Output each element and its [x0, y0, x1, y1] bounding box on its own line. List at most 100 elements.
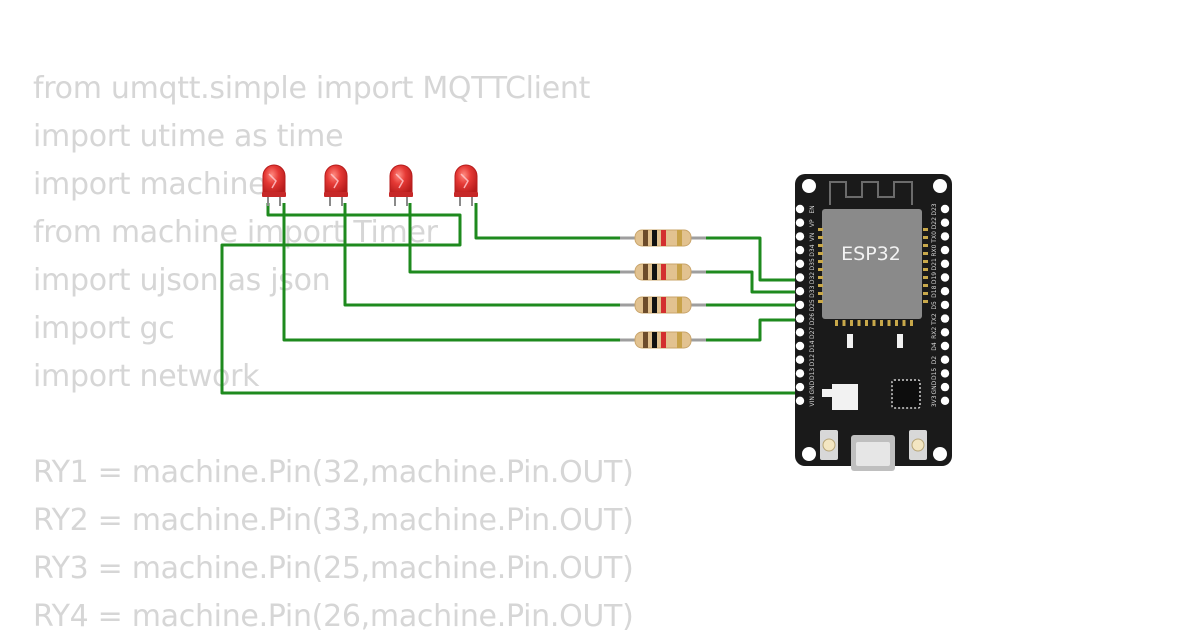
- pin-right-gnd[interactable]: [940, 382, 950, 392]
- pin-right-rx0[interactable]: [940, 245, 950, 255]
- pin-label: D32: [809, 272, 816, 284]
- pin-right-d2[interactable]: [940, 355, 950, 364]
- pin-left-d25[interactable]: [795, 300, 805, 310]
- ground-wire[interactable]: [220, 203, 805, 395]
- pin-label: D4: [931, 342, 938, 351]
- chip-pad: [887, 320, 891, 326]
- pin-label: D14: [809, 340, 816, 352]
- code-line: RY2 = machine.Pin(33,machine.Pin.OUT): [33, 503, 634, 538]
- pin-label: D34: [809, 244, 816, 256]
- pin-left-d12[interactable]: [795, 355, 805, 364]
- wire-resistor2-pin[interactable]: [706, 270, 805, 294]
- pin-label: D33: [809, 285, 816, 297]
- chip-pad: [818, 252, 823, 255]
- code-line: RY3 = machine.Pin(25,machine.Pin.OUT): [33, 551, 634, 586]
- code-line: import gc: [33, 311, 175, 346]
- pin-label: D15: [931, 368, 938, 380]
- pin-right-d18[interactable]: [940, 287, 950, 296]
- chip-pad: [818, 244, 823, 247]
- pin-label: 3V3: [931, 395, 938, 407]
- pin-left-d34[interactable]: [795, 245, 805, 255]
- led-1[interactable]: [262, 164, 286, 206]
- resistor-2[interactable]: [620, 263, 706, 281]
- pin-left-gnd[interactable]: [795, 382, 805, 392]
- chip-pad: [818, 228, 823, 231]
- led-3[interactable]: [389, 164, 413, 206]
- pin-left-d27[interactable]: [795, 328, 805, 337]
- wire-led3-resistor2[interactable]: [408, 203, 620, 274]
- pin-right-tx0[interactable]: [940, 232, 950, 241]
- circuit-diagram: ESP32 ENVPVND34D35D32D33D25D26D27D14D12D…: [220, 164, 952, 471]
- pin-left-d35[interactable]: [795, 259, 805, 268]
- pin-left-vp[interactable]: [795, 218, 805, 227]
- pin-left-d14[interactable]: [795, 341, 805, 351]
- wire-resistor1-pin[interactable]: [706, 236, 805, 282]
- usb-uart-chip: [891, 379, 921, 409]
- micro-usb-port[interactable]: [851, 435, 895, 471]
- pin-left-d33[interactable]: [795, 287, 805, 296]
- led-4[interactable]: [454, 164, 478, 206]
- code-line: import network: [33, 359, 260, 394]
- pin-right-rx2[interactable]: [940, 328, 950, 337]
- pin-left-vn[interactable]: [795, 232, 805, 241]
- pin-label: D5: [931, 301, 938, 310]
- chip-pad: [895, 320, 898, 326]
- chip-pad: [818, 236, 823, 239]
- chip-pad: [865, 320, 868, 326]
- mounting-hole: [802, 179, 816, 193]
- pin-label: D18: [931, 285, 938, 297]
- chip-pad: [923, 300, 928, 303]
- mounting-hole: [802, 447, 816, 461]
- wire-led2-resistor3[interactable]: [343, 203, 620, 307]
- resistor-3[interactable]: [620, 296, 706, 314]
- boot-button[interactable]: [820, 430, 838, 460]
- chip-pad: [923, 276, 928, 279]
- pin-right-d22[interactable]: [940, 218, 950, 227]
- code-line: RY4 = machine.Pin(26,machine.Pin.OUT): [33, 599, 634, 634]
- pin-left-d32[interactable]: [795, 273, 805, 282]
- reset-button[interactable]: [909, 430, 927, 460]
- chip-pad: [818, 260, 823, 263]
- chip-pad: [923, 284, 928, 287]
- pin-label: GND: [809, 380, 816, 394]
- pin-label: D12: [809, 354, 816, 366]
- pin-right-d21[interactable]: [940, 259, 950, 268]
- pin-right-tx2[interactable]: [940, 314, 950, 323]
- pin-left-d26[interactable]: [795, 314, 805, 323]
- chip-pad: [850, 320, 853, 326]
- chip-pad: [880, 320, 883, 326]
- pin-left-d13[interactable]: [795, 369, 805, 378]
- antenna-icon: [829, 181, 913, 205]
- pin-left-en[interactable]: [795, 204, 805, 214]
- pin-label: VN: [809, 233, 816, 242]
- pin-label: TX2: [931, 313, 938, 326]
- chip-pad: [818, 292, 823, 295]
- pin-right-d23[interactable]: [940, 204, 950, 214]
- pin-right-d15[interactable]: [940, 369, 950, 378]
- code-line: from umqtt.simple import MQTTClient: [33, 71, 591, 106]
- chip-pads: [818, 228, 928, 326]
- code-line: RY1 = machine.Pin(32,machine.Pin.OUT): [33, 455, 634, 490]
- capacitor: [897, 334, 903, 348]
- chip-pad: [842, 320, 846, 326]
- resistor-4[interactable]: [620, 331, 706, 349]
- pin-left-vin[interactable]: [795, 396, 805, 405]
- wire-resistor4-pin[interactable]: [706, 318, 805, 342]
- pin-right-d5[interactable]: [940, 300, 950, 310]
- pin-right-d19[interactable]: [940, 273, 950, 282]
- pin-label: VP: [809, 219, 816, 227]
- code-line: import machine: [33, 167, 267, 202]
- pin-label: D35: [809, 258, 816, 270]
- esp32-board[interactable]: ESP32 ENVPVND34D35D32D33D25D26D27D14D12D…: [795, 174, 952, 471]
- wire-led4-resistor1[interactable]: [474, 203, 620, 240]
- wire-led1-resistor4[interactable]: [282, 203, 620, 342]
- led-2[interactable]: [324, 164, 348, 206]
- resistor-1[interactable]: [620, 229, 706, 247]
- pin-right-d4[interactable]: [940, 341, 950, 351]
- pin-label: D19: [931, 272, 938, 284]
- pin-label: D2: [931, 356, 938, 365]
- pin-right-3v3[interactable]: [940, 396, 950, 405]
- pin-label: D21: [931, 258, 938, 270]
- chip-pad: [923, 244, 928, 247]
- pin-label: GND: [931, 380, 938, 394]
